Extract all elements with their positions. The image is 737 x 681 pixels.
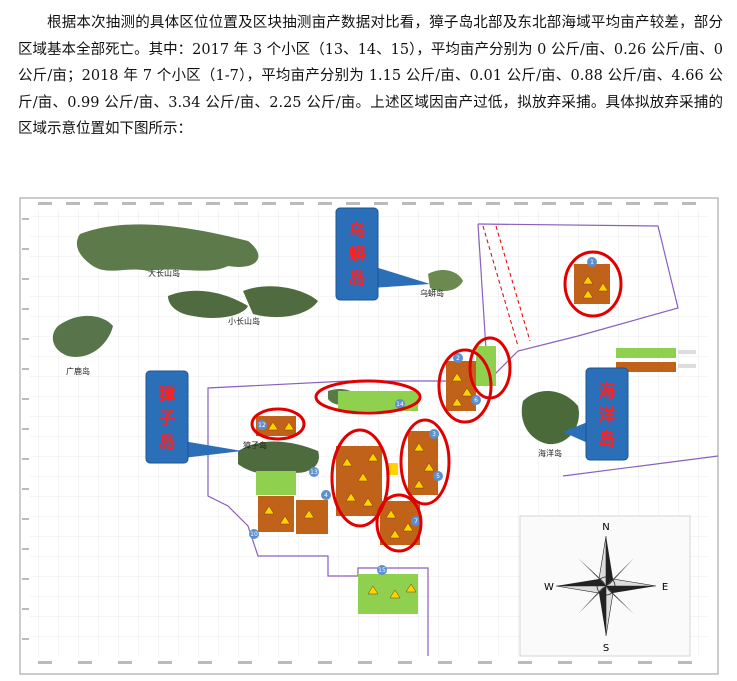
callout-zhangzi: 獐 子 岛 [145,370,242,464]
zone-10-left [258,496,294,532]
callout-haiyang-char-1: 海 [599,381,616,402]
bottom-tick-labels [38,661,692,664]
svg-text:7: 7 [414,518,418,525]
islands [52,224,579,475]
label-da-changshan: 大长山岛 [148,268,180,278]
compass-w: W [544,582,554,593]
zone-number-markers: 1 2 3 4 5 6 7 10 12 13 14 15 [249,257,597,575]
compass-n: N [602,522,609,533]
zone-yellow [388,463,398,475]
callout-haiyang: 海 洋 岛 [563,367,629,461]
callout-zhangzi-char-1: 獐 [158,384,176,405]
svg-text:10: 10 [250,531,258,538]
compass-e: E [662,582,668,593]
zone-3 [408,431,438,495]
label-zhangzi-small: 獐子岛 [243,440,267,450]
callout-wuman-char-1: 乌 [349,220,366,241]
svg-text:6: 6 [474,397,478,404]
sea-area-boundary [207,223,719,656]
zhangzi-island-shape [238,441,319,475]
compass-s: S [603,643,609,654]
wuman-island-shape [428,270,463,292]
abandon-area-highlights [250,250,623,553]
left-tick-labels [22,218,29,640]
restricted-band [482,225,531,347]
island-label-group: 大长山岛 小长山岛 广鹿岛 乌蟒岛 獐子岛 海洋岛 [66,268,562,458]
svg-text:15: 15 [378,567,386,574]
top-tick-labels [38,202,696,205]
callout-wuman: 乌 蟒 岛 [335,207,430,301]
callout-zhangzi-char-3: 岛 [159,432,176,453]
svg-text:14: 14 [396,401,404,408]
svg-text:13: 13 [310,469,318,476]
callout-wuman-char-2: 蟒 [349,244,367,265]
svg-text:1: 1 [590,259,594,266]
intro-paragraph: 根据本次抽测的具体区位位置及区块抽测亩产数据对比看，獐子岛北部及东北部海域平均亩… [18,10,723,143]
callout-haiyang-char-2: 洋 [599,405,616,426]
guanglu-island [52,315,113,357]
legend [616,348,696,372]
intro-text: 根据本次抽测的具体区位位置及区块抽测亩产数据对比看，獐子岛北部及东北部海域平均亩… [18,15,723,137]
haiyang-island-shape [521,390,579,445]
zone-15 [358,574,418,614]
hazard-markers [263,275,609,599]
middle-island [168,290,248,318]
label-xiao-changshan: 小长山岛 [228,316,260,326]
zone-12 [256,416,296,436]
label-haiyang-small: 海洋岛 [538,448,562,458]
map-figure: 大长山岛 小长山岛 广鹿岛 乌蟒岛 獐子岛 海洋岛 1 2 [18,196,720,676]
svg-text:12: 12 [258,422,266,429]
svg-text:4: 4 [324,492,328,499]
svg-text:2: 2 [456,355,460,362]
map-canvas: 大长山岛 小长山岛 广鹿岛 乌蟒岛 獐子岛 海洋岛 1 2 [19,197,719,675]
zone-13 [256,471,296,495]
callout-haiyang-char-3: 岛 [599,429,616,450]
da-changshan-island [76,224,259,271]
callout-zhangzi-char-2: 子 [159,409,176,429]
svg-text:3: 3 [432,431,436,438]
xiao-changshan-island [243,286,318,318]
callout-wuman-char-3: 岛 [349,268,366,289]
compass-rose: N S E W [519,515,691,657]
label-guanglu: 广鹿岛 [66,366,90,376]
label-wuman-small: 乌蟒岛 [420,288,444,298]
svg-text:5: 5 [436,473,440,480]
